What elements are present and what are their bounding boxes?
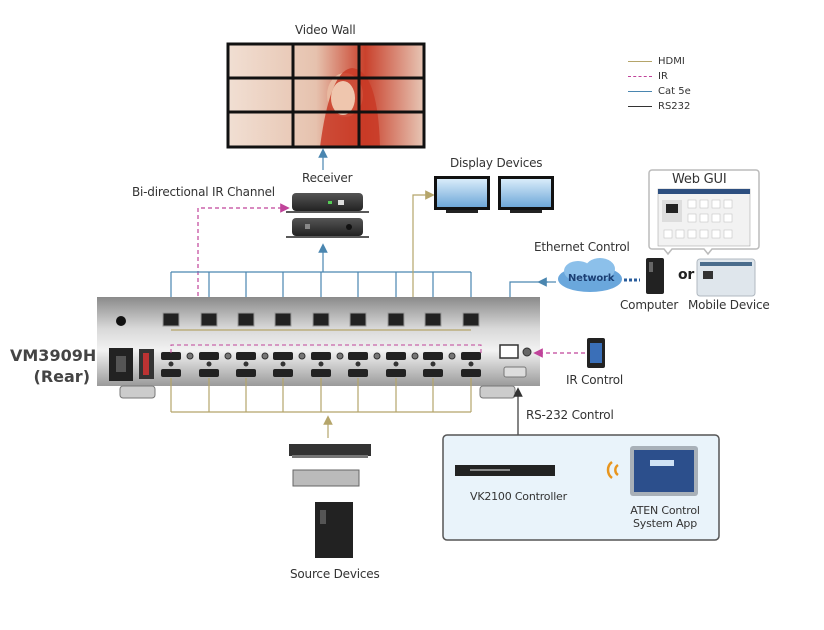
legend-hdmi: HDMI (628, 56, 685, 67)
hdmi-output-port (236, 352, 256, 360)
rj45-port (200, 312, 218, 327)
vk2100-icon (455, 465, 555, 476)
port-separator (243, 361, 249, 367)
hdmi-output-port (311, 352, 331, 360)
rj45-port (162, 312, 180, 327)
lan-port (499, 344, 519, 359)
mobile-device-icon (696, 258, 756, 297)
video-wall-label: Video Wall (295, 23, 356, 37)
legend-swatch (628, 76, 652, 77)
display-devices-label: Display Devices (450, 156, 543, 170)
rj45-port (349, 312, 367, 327)
hdmi-to-display (412, 190, 435, 330)
source-devices-icon (289, 444, 371, 558)
vk2100-label: VK2100 Controller (470, 490, 567, 503)
legend-swatch (628, 91, 652, 92)
hdmi-output-port (386, 352, 406, 360)
ir-port (224, 352, 232, 360)
hdmi-output-port (423, 352, 443, 360)
device-model: VM3909H (10, 346, 97, 365)
hdmi-input-port (386, 369, 406, 377)
network-cloud (558, 258, 640, 292)
device-view: (Rear) (33, 367, 90, 386)
rj45-port (274, 312, 292, 327)
rj45-port (387, 312, 405, 327)
legend-label: IR (658, 71, 668, 82)
hdmi-output-port (161, 352, 181, 360)
hdmi-input-port (311, 369, 331, 377)
port-separator (280, 361, 286, 367)
web-gui-label: Web GUI (672, 172, 727, 187)
computer-label: Computer (620, 298, 679, 312)
web-gui-bubble (648, 169, 760, 256)
hdmi-output-port (199, 352, 219, 360)
legend-label: Cat 5e (658, 86, 691, 97)
device-model-title: VM3909H (Rear) (10, 345, 97, 387)
port-separator (355, 361, 361, 367)
rs232-port (503, 366, 527, 378)
mobile-device-label: Mobile Device (688, 298, 770, 312)
legend-swatch (628, 61, 652, 62)
hdmi-output-port (348, 352, 368, 360)
hdmi-output-port (273, 352, 293, 360)
legend-label: HDMI (658, 56, 685, 67)
ir-remote-icon (587, 338, 605, 368)
legend-swatch (628, 106, 652, 107)
or-label: or (678, 267, 695, 283)
hdmi-input-port (273, 369, 293, 377)
port-separator (393, 361, 399, 367)
hdmi-ports (161, 352, 481, 377)
ir-port (186, 352, 194, 360)
port-separator (206, 361, 212, 367)
hdmi-input-tree (170, 329, 472, 438)
legend-label: RS232 (658, 101, 691, 112)
port-separator (430, 361, 436, 367)
rs232-control-label: RS-232 Control (526, 408, 614, 422)
aten-app-line2: System App (632, 517, 697, 530)
hdmi-input-port (461, 369, 481, 377)
ir-port (298, 352, 306, 360)
network-label: Network (568, 273, 615, 284)
legend-rs232: RS232 (628, 101, 690, 112)
vm3909h-chassis (97, 297, 540, 399)
ir-port (373, 352, 381, 360)
hdmi-input-port (161, 369, 181, 377)
ir-port (522, 347, 532, 357)
ir-port (448, 352, 456, 360)
hdmi-input-port (348, 369, 368, 377)
hdmi-input-port (423, 369, 443, 377)
computer-icon (646, 258, 664, 294)
receiver-label: Receiver (302, 171, 353, 185)
legend-cat5e: Cat 5e (628, 86, 691, 97)
hdmi-input-port (236, 369, 256, 377)
port-separator (468, 361, 474, 367)
rj45-port (237, 312, 255, 327)
rj45-port (462, 312, 480, 327)
wireless-icon (606, 461, 619, 479)
video-wall (226, 42, 426, 149)
hdmi-output-port (461, 352, 481, 360)
receiver-device (286, 193, 369, 238)
source-devices-label: Source Devices (290, 567, 380, 581)
rj45-port (424, 312, 442, 327)
aten-app-line1: ATEN Control (630, 504, 700, 517)
port-separator (168, 361, 174, 367)
display-devices (434, 176, 554, 213)
legend-ir: IR (628, 71, 668, 82)
hdbaset-ports (162, 312, 480, 327)
ir-port (261, 352, 269, 360)
ethernet-control-label: Ethernet Control (534, 240, 630, 254)
ir-port (336, 352, 344, 360)
port-separator (318, 361, 324, 367)
hdmi-input-port (199, 369, 219, 377)
ir-channel-label: Bi-directional IR Channel (132, 185, 275, 199)
aten-app-label: ATEN Control System App (626, 504, 704, 530)
tablet-icon (630, 446, 698, 496)
ir-port (411, 352, 419, 360)
ir-bus (170, 344, 482, 353)
rj45-port (312, 312, 330, 327)
ir-control-label: IR Control (566, 373, 624, 387)
